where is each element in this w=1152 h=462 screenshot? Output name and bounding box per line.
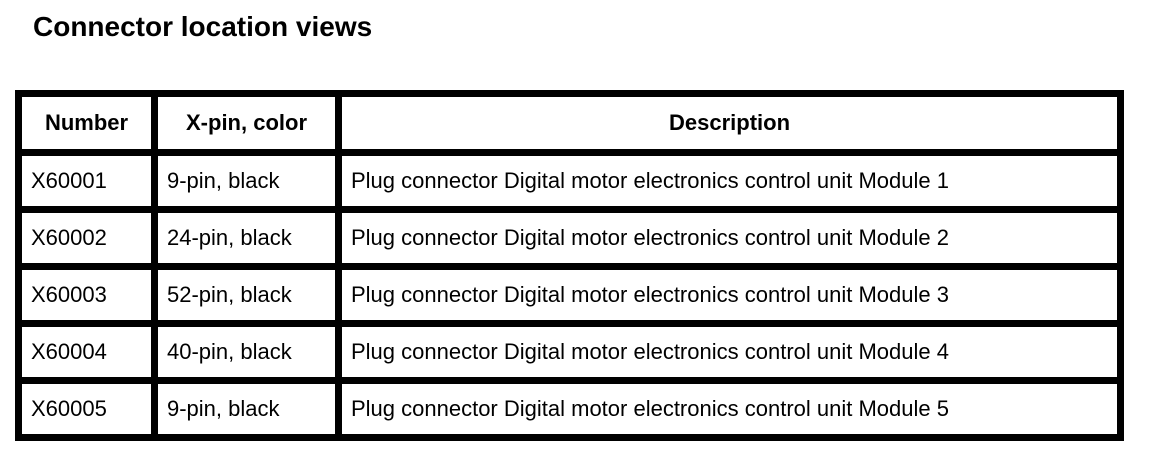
cell-description: Plug connector Digital motor electronics… (335, 149, 1124, 213)
cell-description: Plug connector Digital motor electronics… (335, 377, 1124, 441)
cell-number: X60001 (15, 149, 158, 213)
header-number: Number (15, 90, 158, 156)
table-row: X60002 24-pin, black Plug connector Digi… (15, 206, 1124, 270)
cell-number: X60003 (15, 263, 158, 327)
cell-number: X60004 (15, 320, 158, 384)
cell-pin-color: 24-pin, black (151, 206, 342, 270)
cell-description: Plug connector Digital motor electronics… (335, 320, 1124, 384)
cell-description: Plug connector Digital motor electronics… (335, 263, 1124, 327)
header-pin-color: X-pin, color (151, 90, 342, 156)
table-row: X60005 9-pin, black Plug connector Digit… (15, 377, 1124, 441)
table-row: X60004 40-pin, black Plug connector Digi… (15, 320, 1124, 384)
cell-number: X60002 (15, 206, 158, 270)
header-description: Description (335, 90, 1124, 156)
cell-pin-color: 9-pin, black (151, 377, 342, 441)
cell-pin-color: 52-pin, black (151, 263, 342, 327)
cell-number: X60005 (15, 377, 158, 441)
cell-pin-color: 9-pin, black (151, 149, 342, 213)
table-row: X60001 9-pin, black Plug connector Digit… (15, 149, 1124, 213)
cell-pin-color: 40-pin, black (151, 320, 342, 384)
page-title: Connector location views (33, 11, 373, 42)
table-header-row: Number X-pin, color Description (15, 90, 1124, 156)
cell-description: Plug connector Digital motor electronics… (335, 206, 1124, 270)
table-row: X60003 52-pin, black Plug connector Digi… (15, 263, 1124, 327)
connector-location-table: Number X-pin, color Description X60001 9… (15, 90, 1124, 441)
